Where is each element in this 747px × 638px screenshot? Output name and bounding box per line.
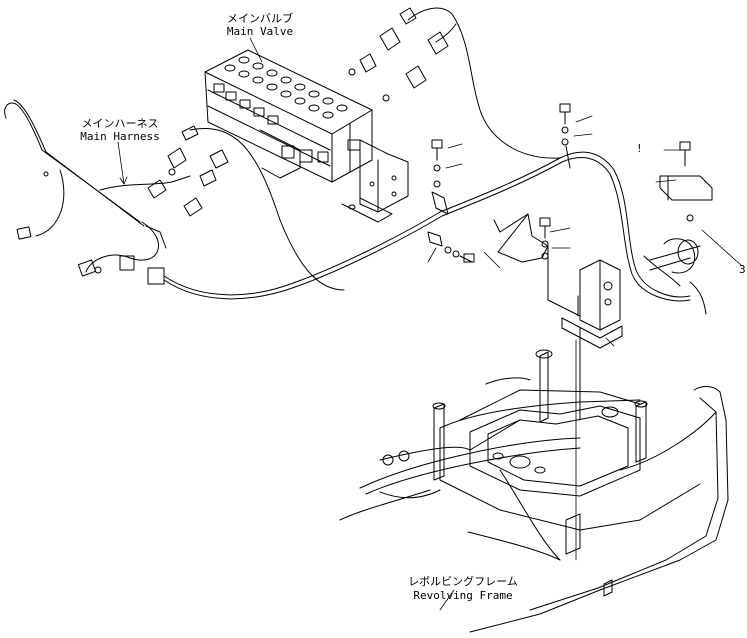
leader-lines: [117, 37, 743, 611]
harness-route-right: [439, 151, 691, 302]
main-harness-label-en: Main Harness: [80, 130, 160, 143]
revolving-frame: [339, 349, 729, 633]
main-harness: [4, 99, 443, 300]
valve-hose-fittings: [348, 7, 457, 102]
exclamation-mark: !: [636, 142, 643, 155]
solenoid-bracket-assembly: [493, 103, 623, 421]
valve-side-fittings: [213, 83, 361, 163]
revolving-frame-label-jp: レボルビングフレーム: [408, 575, 518, 588]
main-valve: [204, 49, 373, 183]
harness-clamp: [427, 191, 475, 263]
edge-number: 3: [739, 263, 746, 276]
valve-spool-caps: [224, 56, 348, 119]
clamp-bolts: [431, 139, 443, 188]
revolving-frame-label-en: Revolving Frame: [413, 589, 513, 602]
main-valve-label-en: Main Valve: [226, 25, 294, 38]
harness-loop: [189, 128, 345, 291]
main-harness-label-jp: メインハーネス: [81, 117, 159, 130]
harness-hose-fittings: [147, 125, 229, 217]
main-valve-label-jp: メインバルブ: [227, 12, 293, 25]
pilot-hose-top: [451, 13, 561, 159]
valve-bracket: [341, 139, 409, 223]
solenoid-valve: [643, 141, 713, 315]
